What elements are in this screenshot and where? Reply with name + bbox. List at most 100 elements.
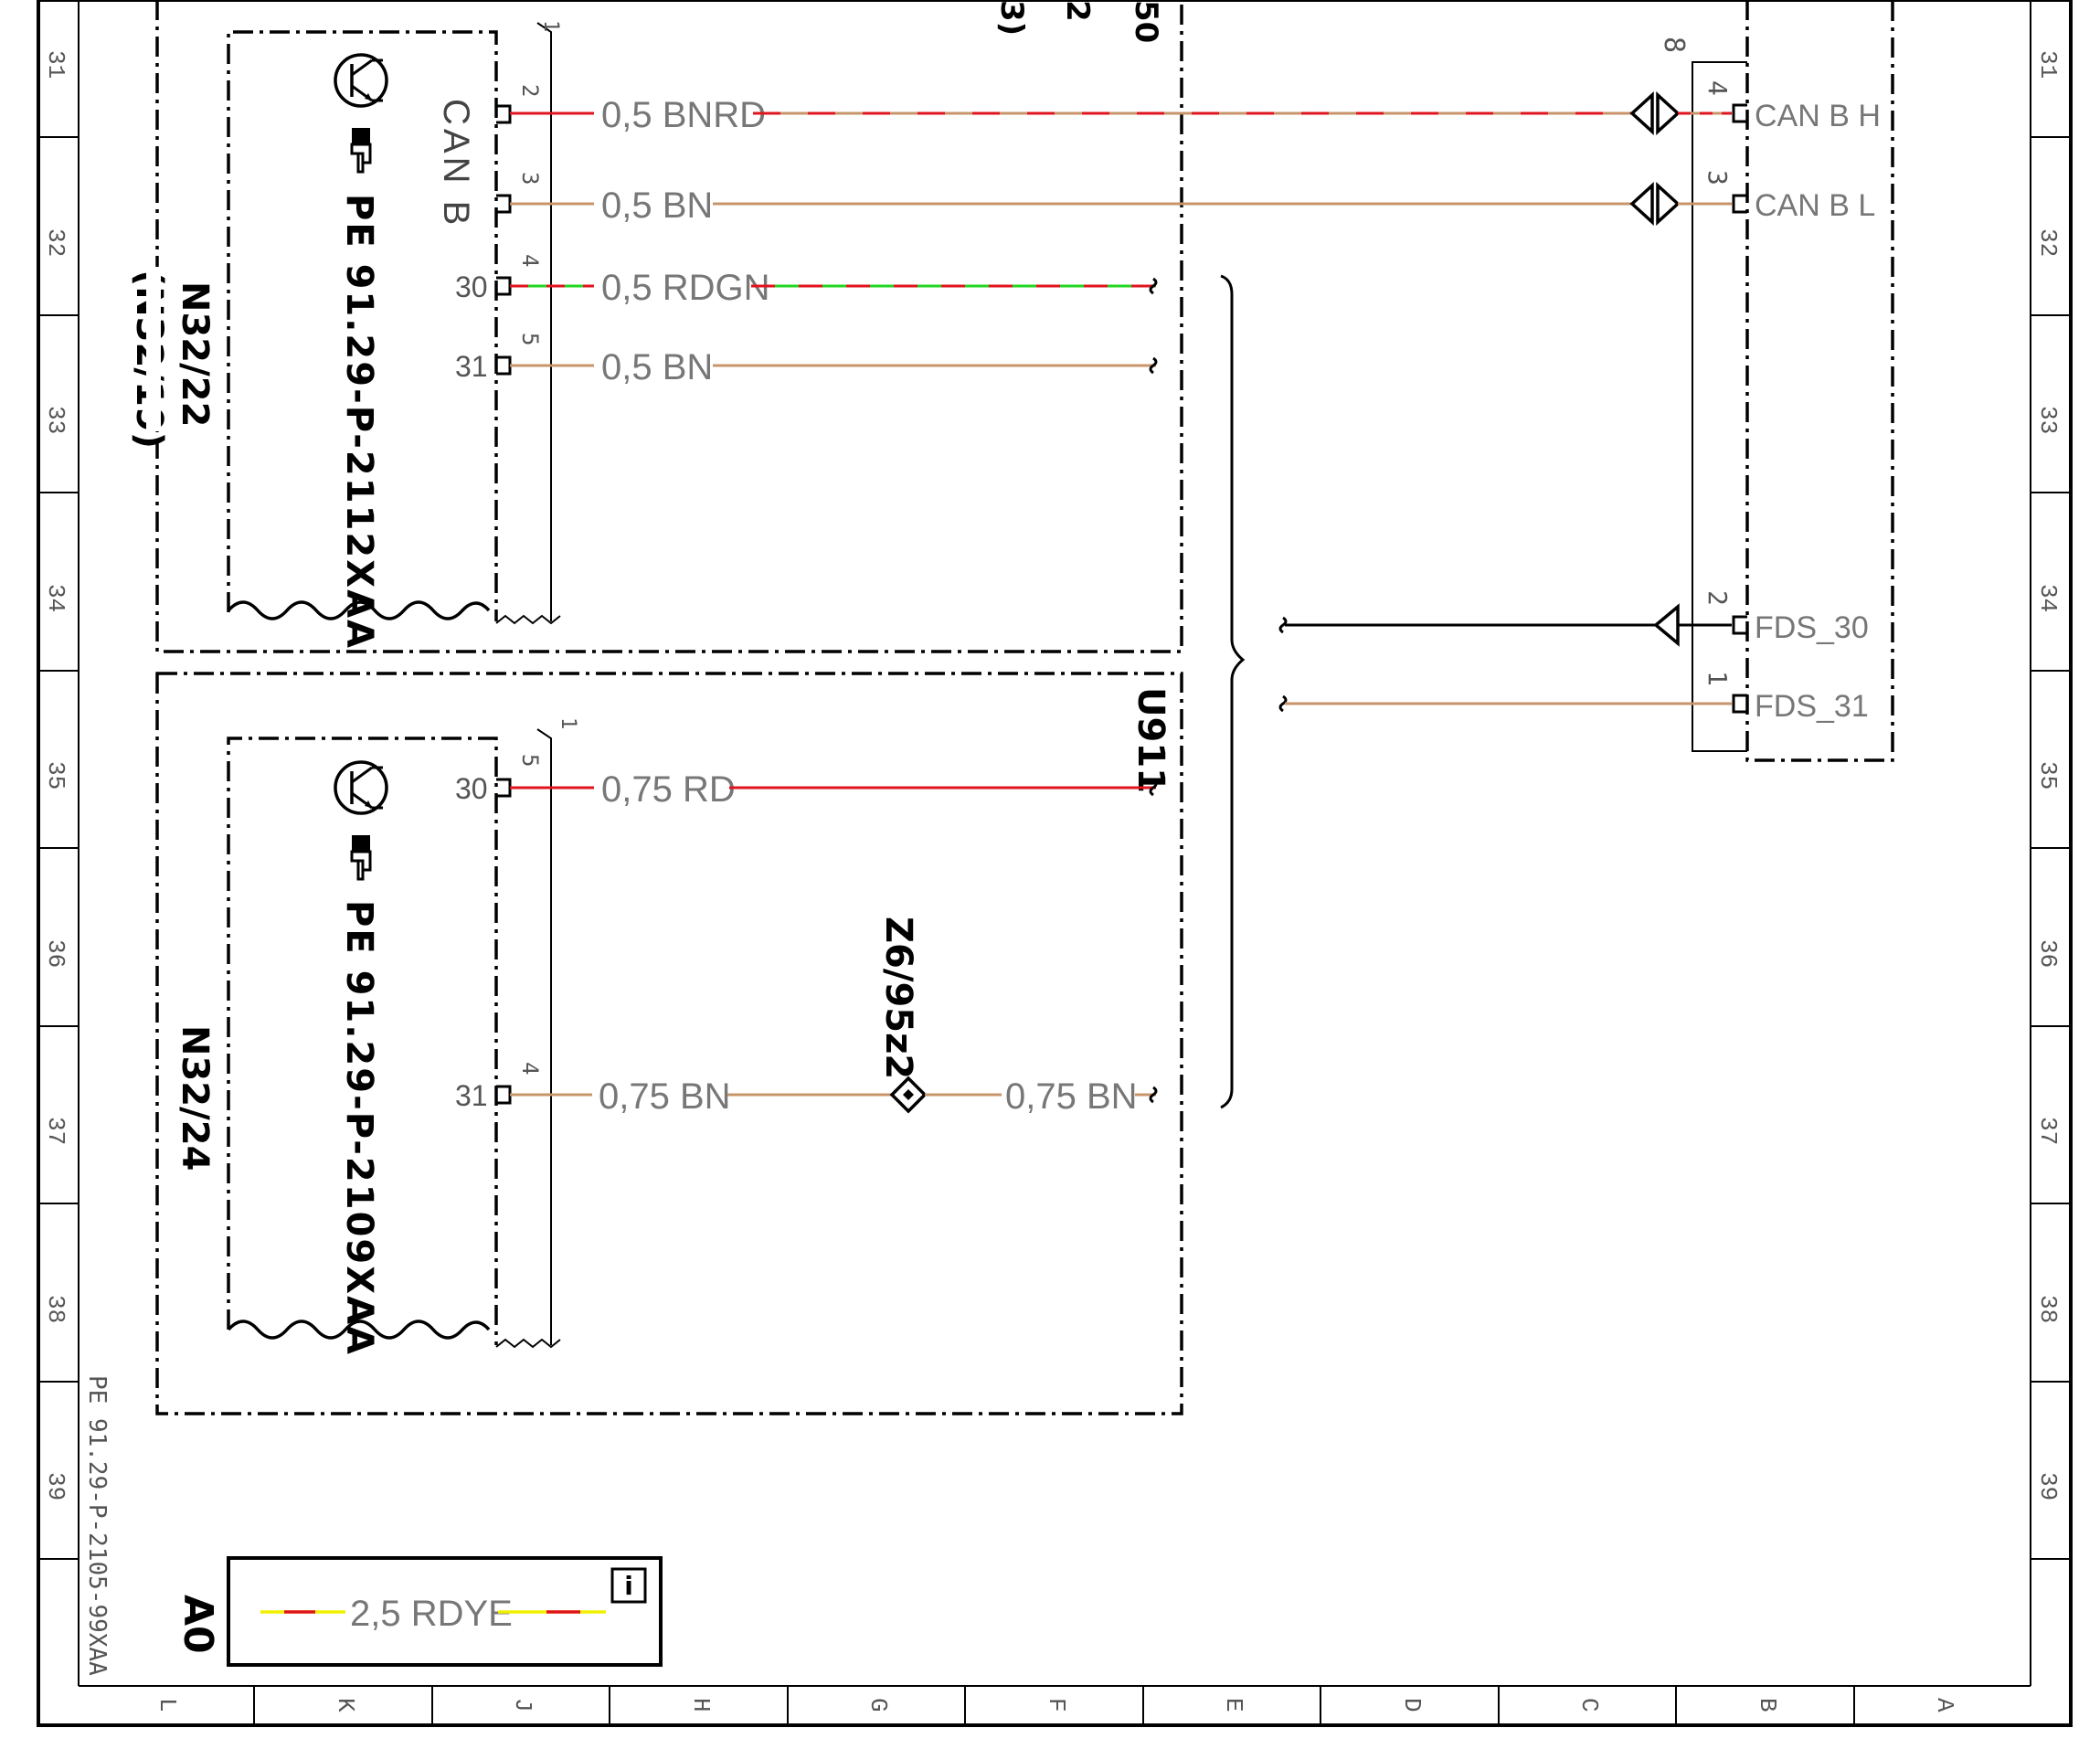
pin-terminal <box>496 355 512 376</box>
right-connector-bracket <box>1692 61 1747 752</box>
row-label: 36 <box>42 939 69 968</box>
row-label: 39 <box>2034 1472 2062 1500</box>
upper-unit: 1 PE 91.29-P-2112XAA CAN B N32/22 (N32/1… <box>128 0 1183 653</box>
hand-pointer-icon <box>350 835 372 881</box>
wire-break-symbol <box>1149 356 1158 375</box>
row-label: 31 <box>2034 50 2062 79</box>
hand-pointer-icon <box>350 128 372 174</box>
pin-number: 4 <box>1702 80 1733 96</box>
upper-connector-bracket <box>536 22 552 621</box>
pin-terminal <box>1732 694 1747 714</box>
row-ticks <box>38 136 2071 1560</box>
wire-break-symbol <box>1149 277 1158 295</box>
col-label: D <box>1398 1698 1426 1712</box>
pin-number: 5 <box>517 333 543 345</box>
upper-module-break <box>227 600 491 620</box>
col-label: K <box>332 1698 359 1712</box>
lower-box-label: U911 <box>1130 687 1172 793</box>
row-label: 39 <box>42 1472 69 1500</box>
terminal-label: 31 <box>455 350 488 383</box>
col-label: C <box>1575 1698 1603 1712</box>
right-unit: 8 <box>1658 0 1894 762</box>
doc-id-label: PE 91.29-P-2105-99XAA <box>83 1375 111 1676</box>
pin-number: 4 <box>517 1062 543 1075</box>
wire-break-symbol <box>1278 616 1288 634</box>
col-label: G <box>864 1698 892 1712</box>
row-label: 37 <box>42 1117 69 1145</box>
right-connector-number: 8 <box>1658 37 1690 53</box>
pin-terminal <box>496 276 512 296</box>
row-label: 31 <box>42 50 69 79</box>
splice-label: Z6/95z2 <box>877 917 919 1079</box>
pin-label: CAN B L <box>1755 188 1875 223</box>
pin-terminal <box>1732 615 1747 635</box>
pin-number: 4 <box>517 254 543 267</box>
row-label: 35 <box>2034 761 2062 790</box>
partial-label-b: 3) <box>993 0 1030 36</box>
pin-terminal <box>1732 194 1747 214</box>
info-icon[interactable] <box>610 1567 647 1604</box>
wire-label: 0,5 BN <box>601 186 713 226</box>
upper-doc-ref: PE 91.29-P-2112XAA <box>338 194 380 650</box>
right-pin-row-1: 1 FDS_31 <box>1278 671 1869 724</box>
lower-module-break <box>227 1320 491 1340</box>
pin-terminal <box>1732 103 1747 123</box>
lower-unit: 1 PE 91.29-P-2109XAA N32/24 U911 <box>155 672 1183 1415</box>
connector-arrow-icon <box>1653 603 1680 647</box>
upper-module-box <box>227 30 498 621</box>
right-pin-row-3: 3 CAN B L <box>1629 170 1875 226</box>
connector-arrow-icon <box>1629 91 1654 135</box>
wire-label: 0,75 RD <box>601 769 736 810</box>
pin-number: 2 <box>1702 590 1733 606</box>
col-label: J <box>509 1698 536 1712</box>
row-label: 34 <box>2034 584 2062 612</box>
terminal-label: 30 <box>455 270 488 303</box>
pin-number: 1 <box>1702 671 1733 686</box>
pin-label: FDS_30 <box>1755 610 1869 645</box>
col-label: F <box>1043 1698 1070 1712</box>
row-label: 34 <box>42 584 69 612</box>
pin-label: FDS_31 <box>1755 689 1869 724</box>
lower-connector-break <box>495 1338 561 1349</box>
partial-label-c: 50 <box>1128 0 1164 43</box>
lower-connector-bracket <box>536 728 552 1345</box>
pin-terminal <box>496 1085 512 1105</box>
pin-label: CAN B H <box>1755 99 1881 133</box>
row-label: 38 <box>2034 1295 2062 1323</box>
connector-arrow-icon <box>1656 182 1681 226</box>
right-pin-row-2: 2 FDS_30 <box>1278 590 1869 647</box>
right-pin-row-4: 4 CAN B H <box>1629 80 1881 135</box>
wire-label: 0,5 BNRD <box>601 95 766 135</box>
col-label: E <box>1220 1698 1247 1712</box>
legend-box: A0 2,5 RDYE i <box>175 1556 663 1667</box>
col-ticks <box>253 1686 1855 1725</box>
pin-terminal <box>496 778 512 798</box>
row-label: 37 <box>2034 1117 2062 1145</box>
row-label: 35 <box>42 761 69 790</box>
row-label: 33 <box>42 406 69 434</box>
row-label: 32 <box>2034 228 2062 257</box>
upper-unit-label: N32/22 <box>174 281 216 427</box>
lower-pin-row-5: 5 30 0,75 RD <box>455 754 1158 810</box>
upper-pin-row-3: 3 0,5 BN <box>496 172 1631 226</box>
legend-label: A0 <box>175 1595 221 1654</box>
pin-terminal <box>496 104 512 124</box>
lower-outer-box <box>155 672 1183 1415</box>
terminal-label: 31 <box>455 1079 488 1112</box>
pin-number: 3 <box>517 172 543 185</box>
wire-label: 0,5 BN <box>601 347 713 387</box>
col-label: L <box>154 1698 181 1712</box>
lower-doc-ref: PE 91.29-P-2109XAA <box>338 900 380 1356</box>
transistor-icon <box>334 760 388 815</box>
pin-number: 2 <box>517 84 543 97</box>
connector-arrow-icon <box>1656 91 1681 135</box>
right-module-box <box>1745 0 1894 762</box>
upper-pin-row-2: 2 0,5 BNRD <box>496 84 1631 135</box>
wire-label: 0,75 BN <box>599 1076 731 1117</box>
info-icon-glyph: i <box>624 1571 633 1601</box>
wire-break-symbol <box>1278 694 1288 713</box>
grouping-brace <box>1220 274 1246 1109</box>
